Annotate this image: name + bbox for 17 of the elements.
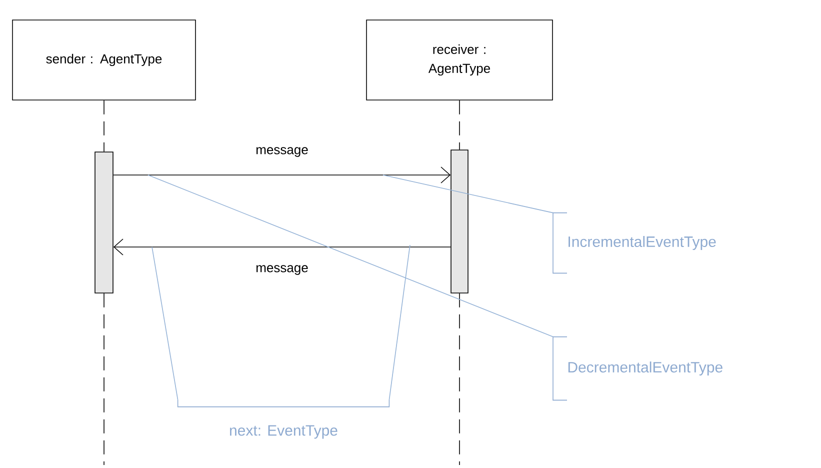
message-arrow	[113, 166, 451, 184]
edge-label: message	[256, 147, 308, 157]
activation-bar	[450, 150, 468, 294]
leader-line	[382, 174, 554, 214]
bracket-note: DecrementalEventType	[552, 336, 722, 401]
lifeline-box: receiver : AgentType	[366, 20, 553, 100]
lifeline	[459, 100, 460, 150]
leader-line	[388, 244, 410, 400]
lifeline	[459, 293, 460, 466]
leader-line	[152, 246, 178, 400]
bracket-note: next: EventType	[177, 399, 390, 439]
message-arrow	[113, 238, 451, 256]
activation-bar	[94, 152, 114, 294]
bracket-note: IncrementalEventType	[552, 212, 716, 274]
edge-label: message	[256, 265, 308, 275]
leader-line	[148, 174, 554, 338]
lifeline-box: sender : AgentType	[12, 20, 196, 100]
